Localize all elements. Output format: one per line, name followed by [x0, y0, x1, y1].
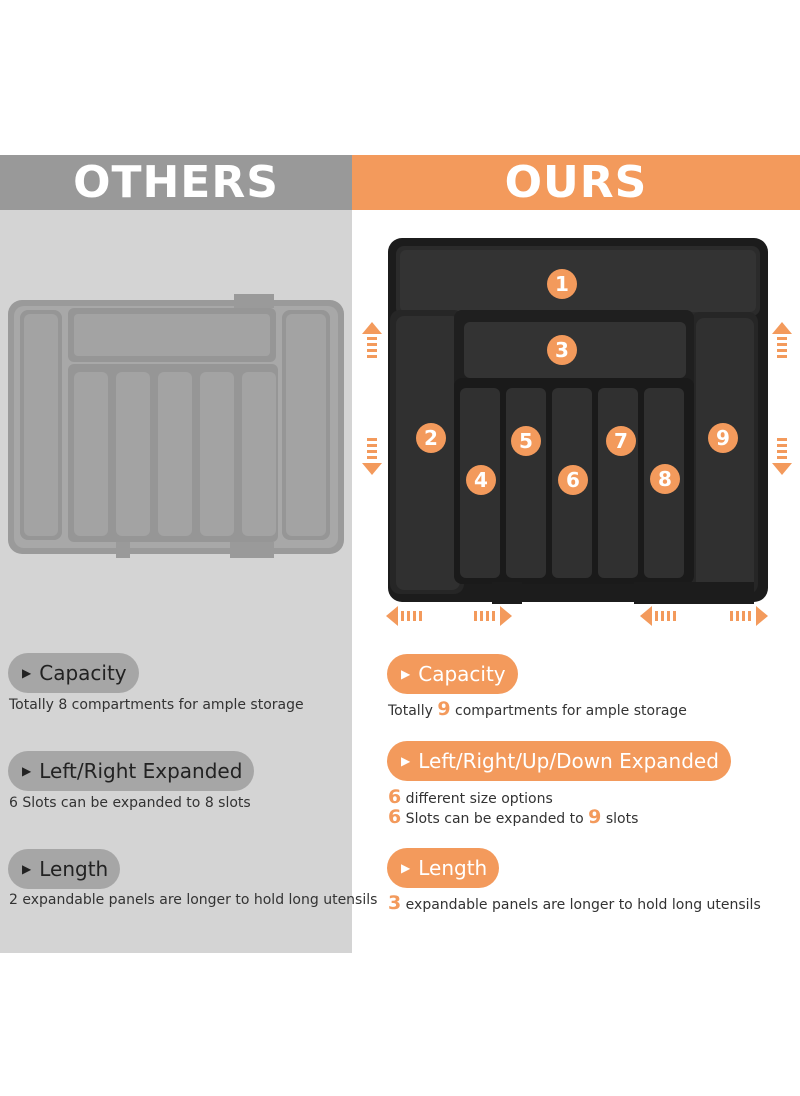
badge-3-label: 3 [555, 338, 569, 362]
ours-expanded-title: Left/Right/Up/Down Expanded [418, 749, 719, 773]
others-capacity-title: Capacity [39, 661, 127, 685]
arrow-up-icon [772, 322, 792, 358]
badge-9 [708, 423, 738, 453]
arrow-down-icon [772, 438, 792, 475]
others-expanded-title: Left/Right Expanded [39, 759, 243, 783]
play-triangle-icon: ▶ [22, 764, 32, 778]
badge-3 [547, 335, 577, 365]
ours-capacity-number: 9 [437, 698, 451, 720]
others-length-title: Length [39, 857, 109, 881]
others-capacity-pill: ▶ Capacity [8, 653, 139, 693]
badge-2 [416, 423, 446, 453]
badge-5-label: 5 [519, 429, 533, 453]
ours-expanded-desc-2: 6 Slots can be expanded to 9 slots [388, 806, 639, 828]
others-capacity-desc: Totally 8 compartments for ample storage [9, 697, 304, 713]
ours-length-desc: 3 expandable panels are longer to hold l… [388, 892, 761, 914]
others-length-desc: 2 expandable panels are longer to hold l… [9, 892, 378, 908]
ours-capacity-desc: Totally 9 compartments for ample storage [388, 698, 687, 720]
arrow-up-icon [362, 322, 382, 358]
play-triangle-icon: ▶ [22, 666, 32, 680]
badge-8-label: 8 [658, 467, 672, 491]
ours-capacity-title: Capacity [418, 662, 506, 686]
badge-1 [547, 269, 577, 299]
arrow-down-icon [362, 438, 382, 475]
badge-7-label: 7 [614, 429, 628, 453]
ours-capacity-pill: ▶ Capacity [387, 654, 518, 694]
others-tray-image [8, 294, 344, 558]
ours-expanded-pill: ▶ Left/Right/Up/Down Expanded [387, 741, 731, 781]
ours-length-title: Length [418, 856, 488, 880]
play-triangle-icon: ▶ [401, 667, 411, 681]
badge-2-label: 2 [424, 426, 438, 450]
badge-6-label: 6 [566, 468, 580, 492]
badge-9-label: 9 [716, 426, 730, 450]
badge-5 [511, 426, 541, 456]
ours-expanded-desc-1: 6 different size options [388, 786, 553, 808]
play-triangle-icon: ▶ [401, 861, 411, 875]
arrow-right-icon [474, 606, 512, 626]
badge-1-label: 1 [555, 272, 569, 296]
arrow-left-icon [386, 606, 422, 626]
others-header: OTHERS [0, 155, 352, 210]
play-triangle-icon: ▶ [401, 754, 411, 768]
play-triangle-icon: ▶ [22, 862, 32, 876]
arrow-left-icon [640, 606, 676, 626]
arrow-right-icon [730, 606, 768, 626]
badge-4-label: 4 [474, 468, 488, 492]
ours-length-pill: ▶ Length [387, 848, 500, 888]
ours-header: OURS [352, 155, 800, 210]
others-length-pill: ▶ Length [8, 849, 121, 889]
badge-6 [558, 465, 588, 495]
others-expanded-pill: ▶ Left/Right Expanded [8, 751, 255, 791]
others-expanded-desc: 6 Slots can be expanded to 8 slots [9, 795, 251, 811]
badge-7 [606, 426, 636, 456]
badge-8 [650, 464, 680, 494]
badge-4 [466, 465, 496, 495]
